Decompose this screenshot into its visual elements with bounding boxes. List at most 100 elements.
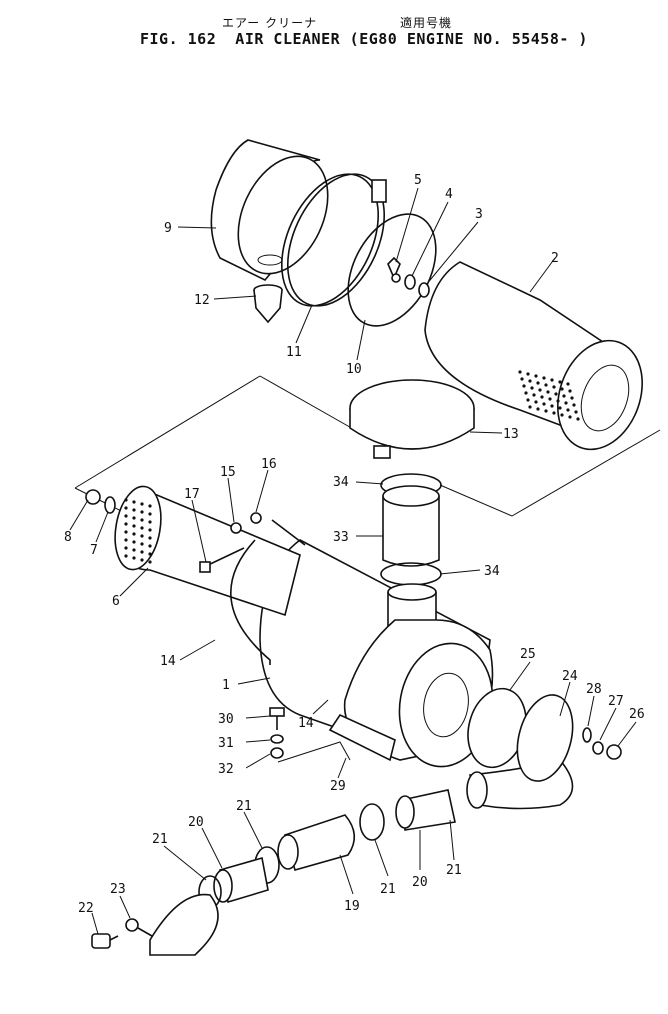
perforation-dot <box>132 516 136 520</box>
part-20-hose-left <box>213 856 269 904</box>
perforation-dot <box>570 396 574 400</box>
leader-lines <box>69 187 637 935</box>
part-28-washer <box>582 727 592 743</box>
callout-27: 27 <box>608 694 624 709</box>
part-33-hose <box>382 485 440 567</box>
callout-6: 6 <box>112 594 120 609</box>
callout-20-right: 20 <box>412 875 428 890</box>
perforation-dot <box>558 406 562 410</box>
perforation-dot <box>148 560 152 564</box>
perforation-dot <box>524 391 528 395</box>
part-4-washer <box>404 274 416 290</box>
part-13-cap <box>349 379 475 459</box>
perforation-dot <box>572 403 576 407</box>
perforation-dot <box>536 381 540 385</box>
perforation-dot <box>560 413 564 417</box>
perforation-dot <box>554 392 558 396</box>
perforation-dot <box>534 374 538 378</box>
callout-9: 9 <box>164 221 172 236</box>
perforation-dot <box>568 389 572 393</box>
callout-4: 4 <box>445 187 453 202</box>
part-24-elbow <box>466 694 574 810</box>
perforation-dot <box>148 512 152 516</box>
perforation-dot <box>124 522 128 526</box>
part-8-nut <box>85 489 101 505</box>
perforation-dot <box>526 398 530 402</box>
part-20-hose-right <box>395 789 456 831</box>
perforation-dot <box>132 500 136 504</box>
callout-2: 2 <box>551 251 559 266</box>
part-11-band-clamp <box>280 173 387 307</box>
perforation-dot <box>540 395 544 399</box>
intake-pipe-bend <box>149 893 219 956</box>
part-2-filter-element <box>424 261 643 451</box>
perforation-dot <box>544 409 548 413</box>
part-19-pipe <box>277 814 356 871</box>
perforation-dot <box>568 415 572 419</box>
perforation-dot <box>526 372 530 376</box>
callout-23: 23 <box>110 882 126 897</box>
perforation-dot <box>132 532 136 536</box>
perforation-dot <box>124 498 128 502</box>
perforation-dot <box>140 502 144 506</box>
perforation-dot <box>550 378 554 382</box>
callout-21-mid-right: 21 <box>380 882 396 897</box>
perforation-dot <box>520 377 524 381</box>
perforation-dot <box>560 387 564 391</box>
perforation-dot <box>552 385 556 389</box>
callout-3: 3 <box>475 207 483 222</box>
part-30-bolt <box>269 707 285 730</box>
perforation-dot <box>140 518 144 522</box>
callout-30: 30 <box>218 712 234 727</box>
callout-28: 28 <box>586 682 602 697</box>
callout-10: 10 <box>346 362 362 377</box>
perforation-dot <box>124 538 128 542</box>
perforation-dot <box>542 402 546 406</box>
perforation-dot <box>140 550 144 554</box>
callout-21-mid: 21 <box>236 799 252 814</box>
perforation-dot <box>140 542 144 546</box>
perforation-dot <box>546 390 550 394</box>
part-31-washer <box>270 734 284 744</box>
callout-21-left: 21 <box>152 832 168 847</box>
callout-15: 15 <box>220 465 236 480</box>
callout-14-right: 14 <box>298 716 314 731</box>
perforation-dot <box>556 399 560 403</box>
callout-31: 31 <box>218 736 234 751</box>
part-5-wing-nut <box>387 256 401 283</box>
callout-11: 11 <box>286 345 302 360</box>
callout-8: 8 <box>64 530 72 545</box>
perforation-dot <box>552 411 556 415</box>
perforation-dot <box>574 410 578 414</box>
part-6-screen <box>114 485 301 617</box>
perforation-dot <box>124 514 128 518</box>
callout-labels: 9 12 11 10 5 4 3 2 13 34 33 34 8 7 6 17 … <box>64 173 645 916</box>
perforation-dot <box>132 548 136 552</box>
part-14-band-left <box>230 539 271 665</box>
part-17-bolt <box>199 547 245 573</box>
callout-1: 1 <box>222 678 230 693</box>
perforation-dot <box>542 376 546 380</box>
perforation-dot <box>148 520 152 524</box>
perforation-dot <box>576 417 580 421</box>
perforation-dot <box>536 407 540 411</box>
perforation-dot <box>124 530 128 534</box>
callout-34-lower: 34 <box>484 564 500 579</box>
callout-12: 12 <box>194 293 210 308</box>
callout-25: 25 <box>520 647 536 662</box>
callout-16: 16 <box>261 457 277 472</box>
callout-24: 24 <box>562 669 578 684</box>
perforation-dot <box>148 536 152 540</box>
callout-17: 17 <box>184 487 200 502</box>
perforation-dot <box>564 401 568 405</box>
perforation-dot <box>548 397 552 401</box>
perforation-dot <box>562 394 566 398</box>
perforation-dot <box>140 558 144 562</box>
callout-20-left: 20 <box>188 815 204 830</box>
callout-7: 7 <box>90 543 98 558</box>
perforation-dot <box>140 534 144 538</box>
part-27-washer <box>592 741 604 755</box>
perforation-dot <box>148 544 152 548</box>
callout-32: 32 <box>218 762 234 777</box>
